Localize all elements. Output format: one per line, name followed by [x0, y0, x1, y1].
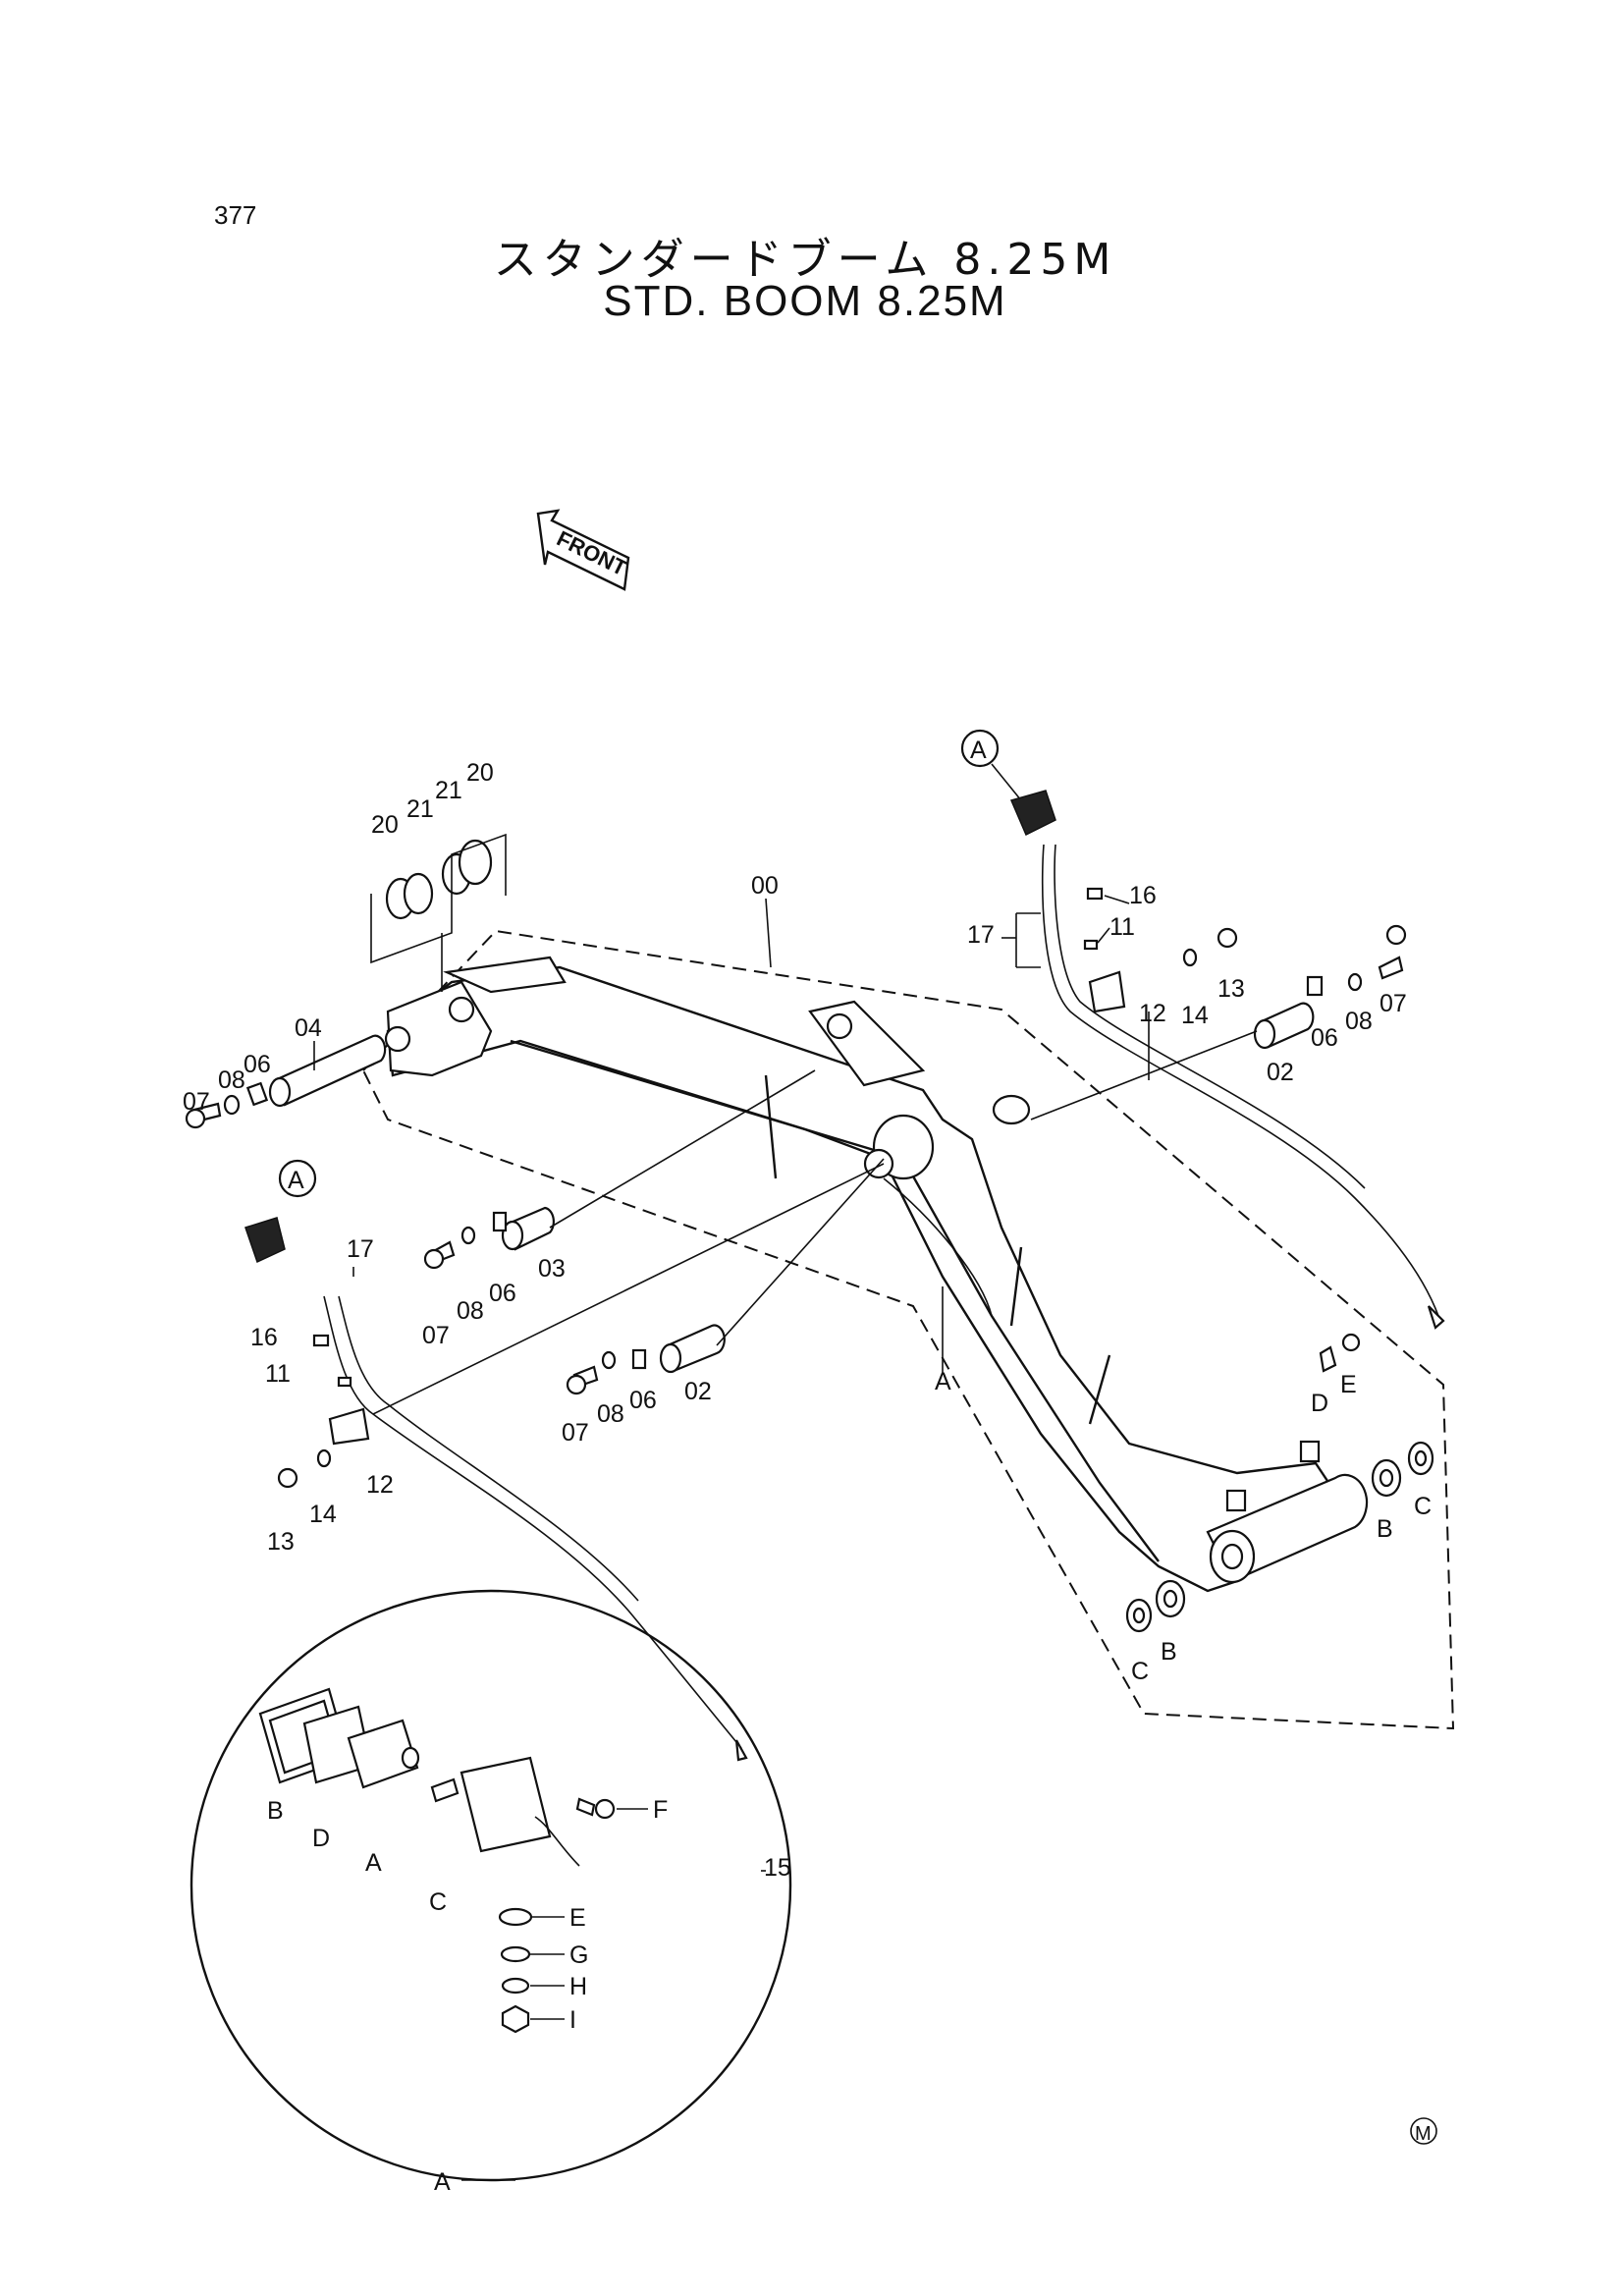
- callout-06-d: 06: [1311, 1024, 1338, 1052]
- callout-02-b: 02: [1267, 1059, 1294, 1086]
- callout-B-right-2: B: [1161, 1638, 1177, 1666]
- callout-07-b: 07: [422, 1322, 450, 1349]
- m-mark-icon: M: [1410, 2117, 1437, 2145]
- page-number: 377: [214, 200, 257, 230]
- title-english: STD. BOOM 8.25M: [603, 277, 1007, 325]
- work-light-right: A: [960, 729, 1445, 1330]
- detail-G: G: [569, 1941, 588, 1969]
- detail-D: D: [312, 1825, 330, 1852]
- pin-02-right: [1030, 924, 1407, 1121]
- pin-03: [423, 1069, 816, 1270]
- callout-A-left: A: [288, 1167, 304, 1194]
- callout-A-top: A: [970, 737, 987, 764]
- work-light-left: A: [244, 1159, 885, 1762]
- detail-E: E: [569, 1904, 586, 1932]
- callout-06-c: 06: [629, 1387, 657, 1414]
- callout-E-right: E: [1340, 1371, 1357, 1398]
- leader-lines: [313, 895, 1130, 1375]
- callout-00: 00: [751, 872, 779, 900]
- shim-stack: [370, 833, 507, 992]
- boom-assembly-outline: [361, 929, 1455, 1730]
- callout-08-c: 08: [597, 1400, 624, 1428]
- foot-bushings-right: [1125, 1333, 1434, 1633]
- callout-13-a: 13: [267, 1528, 295, 1556]
- callout-15: 15: [764, 1854, 791, 1882]
- detail-I: I: [569, 2006, 576, 2034]
- callout-12-b: 12: [1139, 1000, 1166, 1027]
- callout-14-b: 14: [1181, 1002, 1209, 1029]
- detail-view-A: [189, 1589, 792, 2182]
- callout-20-b: 20: [466, 759, 494, 787]
- boom-foot-boss: [1206, 1440, 1369, 1584]
- callout-11-b: 11: [1109, 913, 1135, 941]
- callout-06-b: 06: [489, 1280, 516, 1307]
- callout-02-a: 02: [684, 1378, 712, 1405]
- detail-A: A: [365, 1849, 382, 1877]
- callout-06-a: 06: [243, 1051, 271, 1078]
- pin-04: [185, 1034, 387, 1129]
- callout-08-d: 08: [1345, 1008, 1373, 1035]
- pin-02-center: [566, 1158, 885, 1395]
- callout-16-b: 16: [1129, 882, 1157, 909]
- callout-D-right: D: [1311, 1390, 1328, 1417]
- callout-07-a: 07: [183, 1088, 210, 1116]
- callout-16-a: 16: [250, 1324, 278, 1351]
- callout-labels: 00 04 06 08 07 20 21 21 20 03 06 08 07 0…: [183, 759, 1432, 2196]
- callout-08-b: 08: [457, 1297, 484, 1325]
- callout-14-a: 14: [309, 1501, 337, 1528]
- callout-C-right-1: C: [1414, 1493, 1432, 1520]
- detail-F: F: [653, 1796, 668, 1824]
- callout-08-a: 08: [218, 1066, 245, 1094]
- callout-04: 04: [295, 1014, 322, 1042]
- callout-A-boom: A: [935, 1368, 951, 1395]
- callout-C-right-2: C: [1131, 1658, 1149, 1685]
- callout-B-right-1: B: [1377, 1515, 1393, 1543]
- callout-17-a: 17: [347, 1235, 374, 1263]
- detail-H: H: [569, 1973, 587, 2000]
- mark-M: M: [1415, 2123, 1432, 2145]
- callout-07-c: 07: [562, 1419, 589, 1447]
- title-japanese: スタンダードブーム 8.25M: [493, 235, 1117, 285]
- callout-A-detail: A: [434, 2168, 451, 2196]
- callout-21-b: 21: [435, 777, 462, 804]
- callout-07-d: 07: [1380, 990, 1407, 1017]
- callout-20-a: 20: [371, 811, 399, 839]
- callout-13-b: 13: [1217, 975, 1245, 1003]
- front-arrow-icon: FRONT: [536, 509, 631, 591]
- callout-21-a: 21: [406, 795, 434, 823]
- callout-11-a: 11: [265, 1360, 291, 1388]
- callout-03: 03: [538, 1255, 566, 1283]
- callout-12-a: 12: [366, 1471, 394, 1499]
- boom-top-bracket: [384, 956, 1031, 1180]
- callout-17-b: 17: [967, 921, 995, 949]
- detail-C: C: [429, 1888, 447, 1916]
- detail-B: B: [267, 1797, 284, 1825]
